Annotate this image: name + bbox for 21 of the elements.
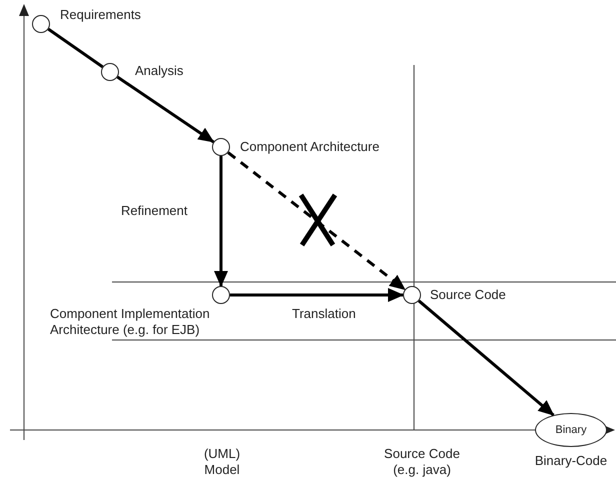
- ellipse-node: Binary: [535, 413, 607, 447]
- node-caption: Requirements: [60, 7, 141, 23]
- axis-label: Source Code (e.g. java): [383, 446, 461, 478]
- edge-label: Translation: [292, 306, 356, 322]
- arrow: [227, 151, 406, 291]
- circle-node: [101, 63, 119, 81]
- edge-label: Refinement: [121, 203, 188, 219]
- circle-node: [212, 138, 230, 156]
- node-caption: Analysis: [135, 63, 184, 79]
- arrow: [116, 76, 214, 144]
- arrow: [214, 156, 228, 287]
- arrow: [230, 288, 404, 302]
- axis-label: (UML) Model: [202, 446, 242, 478]
- circle-node: [403, 286, 421, 304]
- node-caption: Component Implementation Architecture (e.g. for EJB): [50, 306, 211, 338]
- node-caption: Binary-Code: [534, 453, 608, 469]
- circle-node: [212, 286, 230, 304]
- circle-node: [32, 15, 50, 33]
- arrow: [418, 300, 554, 416]
- node-caption: Source Code: [430, 287, 506, 303]
- node-caption: Component Architecture: [240, 139, 380, 155]
